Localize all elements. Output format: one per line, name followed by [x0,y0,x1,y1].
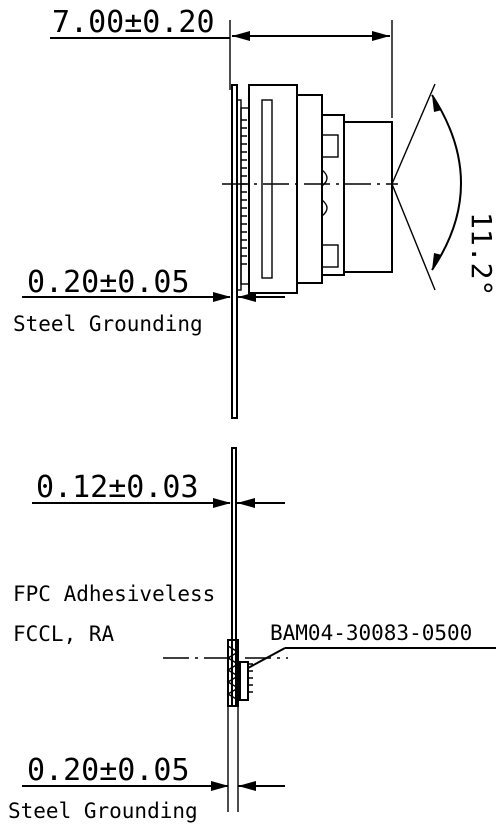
fpc-arrow-right [237,498,255,508]
bottom-steel-arrow-left [211,781,229,791]
fpc-label-line2: FCCL, RA [13,622,115,646]
width-dimension-text: 7.00±0.20 [52,5,215,40]
bottom-steel-thickness-text: 0.20±0.05 [27,753,190,788]
housing-nose [321,114,345,276]
housing-block [248,84,298,294]
fpc-label-line1: FPC Adhesiveless [13,582,215,606]
part-number-callout: BAM04-30083-0500 [247,621,496,669]
fpc-thickness-text: 0.12±0.03 [36,470,199,505]
width-arrow-left [232,31,250,41]
bottom-connector [163,639,288,707]
part-number-text: BAM04-30083-0500 [270,621,472,645]
latch-bottom [321,244,339,268]
top-steel-thickness-text: 0.20±0.05 [27,265,190,300]
fpc-thickness-dimension: 0.12±0.03 [32,470,285,508]
fpc-arrow-left [213,498,231,508]
angle-leg-top [391,83,436,185]
stiffener [240,107,250,285]
bottom-view: 0.12±0.03 FPC Adhesiveless FCCL, RA BAM0… [8,447,496,823]
mating-face [344,121,393,273]
housing-step [296,94,323,284]
angle-dimension: 11.2° [391,83,498,296]
contact-teeth [241,119,247,265]
angle-leg-bottom [391,183,436,291]
housing-inner-wall [261,99,273,279]
angle-arrow-top [432,95,442,112]
top-steel-thickness-dimension: 0.20±0.05 Steel Grounding [13,265,285,336]
width-dimension: 7.00±0.20 [50,5,393,118]
bottom-steel-plate [227,639,239,707]
top-steel-arrow-right [238,292,256,302]
bottom-steel-arrow-right [238,781,256,791]
steel-plate [231,84,238,419]
top-steel-arrow-left [213,292,231,302]
angle-arc [431,94,462,271]
bottom-steel-thickness-dimension: 0.20±0.05 Steel Grounding [8,706,285,823]
latch-top [321,134,339,158]
top-view: 7.00±0.20 [13,5,498,419]
angle-arrow-bottom [432,253,442,270]
bottom-contacts [248,663,253,693]
angle-dimension-text: 11.2° [465,212,498,296]
bottom-connector-body [239,661,249,701]
connector-side-profile [222,84,398,419]
width-arrow-right [372,31,390,41]
top-steel-label: Steel Grounding [13,312,203,336]
bottom-adhesive-zigzag [226,645,240,701]
bottom-steel-label: Steel Grounding [8,799,198,823]
